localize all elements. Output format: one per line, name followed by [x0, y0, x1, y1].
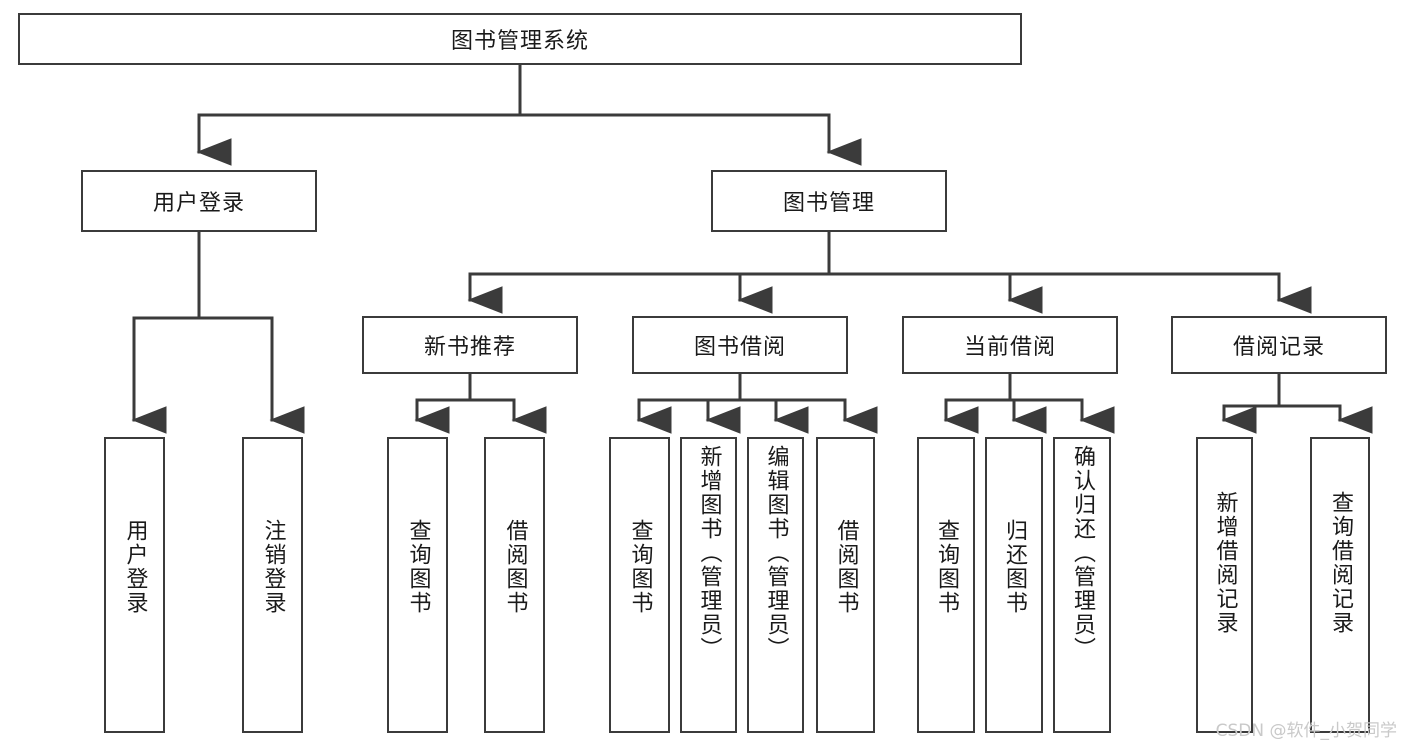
- node-leaf-return-book-label: 归还图书: [1001, 519, 1027, 615]
- node-leaf-return-book[interactable]: 归还图书: [985, 437, 1043, 733]
- node-leaf-query-book-1-label: 查询图书: [405, 519, 431, 615]
- node-leaf-edit-book-admin[interactable]: 编辑图书（管理员）: [747, 437, 804, 733]
- node-leaf-query-book-2[interactable]: 查询图书: [609, 437, 670, 733]
- node-leaf-query-book-3-label: 查询图书: [933, 519, 959, 615]
- node-leaf-borrow-book-2[interactable]: 借阅图书: [816, 437, 875, 733]
- node-leaf-user-login-label: 用户登录: [122, 519, 148, 615]
- node-book-borrow[interactable]: 图书借阅: [632, 316, 848, 374]
- node-borrow-record-label: 借阅记录: [1232, 335, 1325, 360]
- node-book-manage-label: 图书管理: [782, 191, 875, 216]
- node-leaf-logout[interactable]: 注销登录: [242, 437, 303, 733]
- node-current-borrow-label: 当前借阅: [963, 335, 1056, 360]
- node-leaf-borrow-book-2-label: 借阅图书: [833, 519, 859, 615]
- node-user-login[interactable]: 用户登录: [81, 170, 317, 232]
- node-root[interactable]: 图书管理系统: [18, 13, 1022, 65]
- node-leaf-query-book-2-label: 查询图书: [627, 519, 653, 615]
- node-book-borrow-label: 图书借阅: [693, 335, 786, 360]
- node-leaf-borrow-book-1-label: 借阅图书: [502, 519, 528, 615]
- node-leaf-add-borrow-record-label: 新增借阅记录: [1212, 491, 1238, 635]
- node-leaf-add-book-admin[interactable]: 新增图书（管理员）: [680, 437, 737, 733]
- node-new-book-recommend-label: 新书推荐: [423, 335, 516, 360]
- node-book-manage[interactable]: 图书管理: [711, 170, 947, 232]
- node-leaf-add-book-admin-label: 新增图书（管理员）: [696, 445, 722, 661]
- node-new-book-recommend[interactable]: 新书推荐: [362, 316, 578, 374]
- node-leaf-confirm-return-admin[interactable]: 确认归还（管理员）: [1053, 437, 1111, 733]
- node-leaf-user-login[interactable]: 用户登录: [104, 437, 165, 733]
- node-leaf-add-borrow-record[interactable]: 新增借阅记录: [1196, 437, 1253, 733]
- node-borrow-record[interactable]: 借阅记录: [1171, 316, 1387, 374]
- node-leaf-query-borrow-record[interactable]: 查询借阅记录: [1310, 437, 1370, 733]
- node-leaf-query-book-1[interactable]: 查询图书: [387, 437, 448, 733]
- node-leaf-query-book-3[interactable]: 查询图书: [917, 437, 975, 733]
- node-leaf-query-borrow-record-label: 查询借阅记录: [1327, 491, 1353, 635]
- node-user-login-label: 用户登录: [152, 191, 245, 216]
- node-root-label: 图书管理系统: [450, 29, 589, 54]
- node-leaf-logout-label: 注销登录: [260, 519, 286, 615]
- node-leaf-edit-book-admin-label: 编辑图书（管理员）: [763, 445, 789, 661]
- node-leaf-borrow-book-1[interactable]: 借阅图书: [484, 437, 545, 733]
- node-current-borrow[interactable]: 当前借阅: [902, 316, 1118, 374]
- node-leaf-confirm-return-admin-label: 确认归还（管理员）: [1069, 445, 1095, 661]
